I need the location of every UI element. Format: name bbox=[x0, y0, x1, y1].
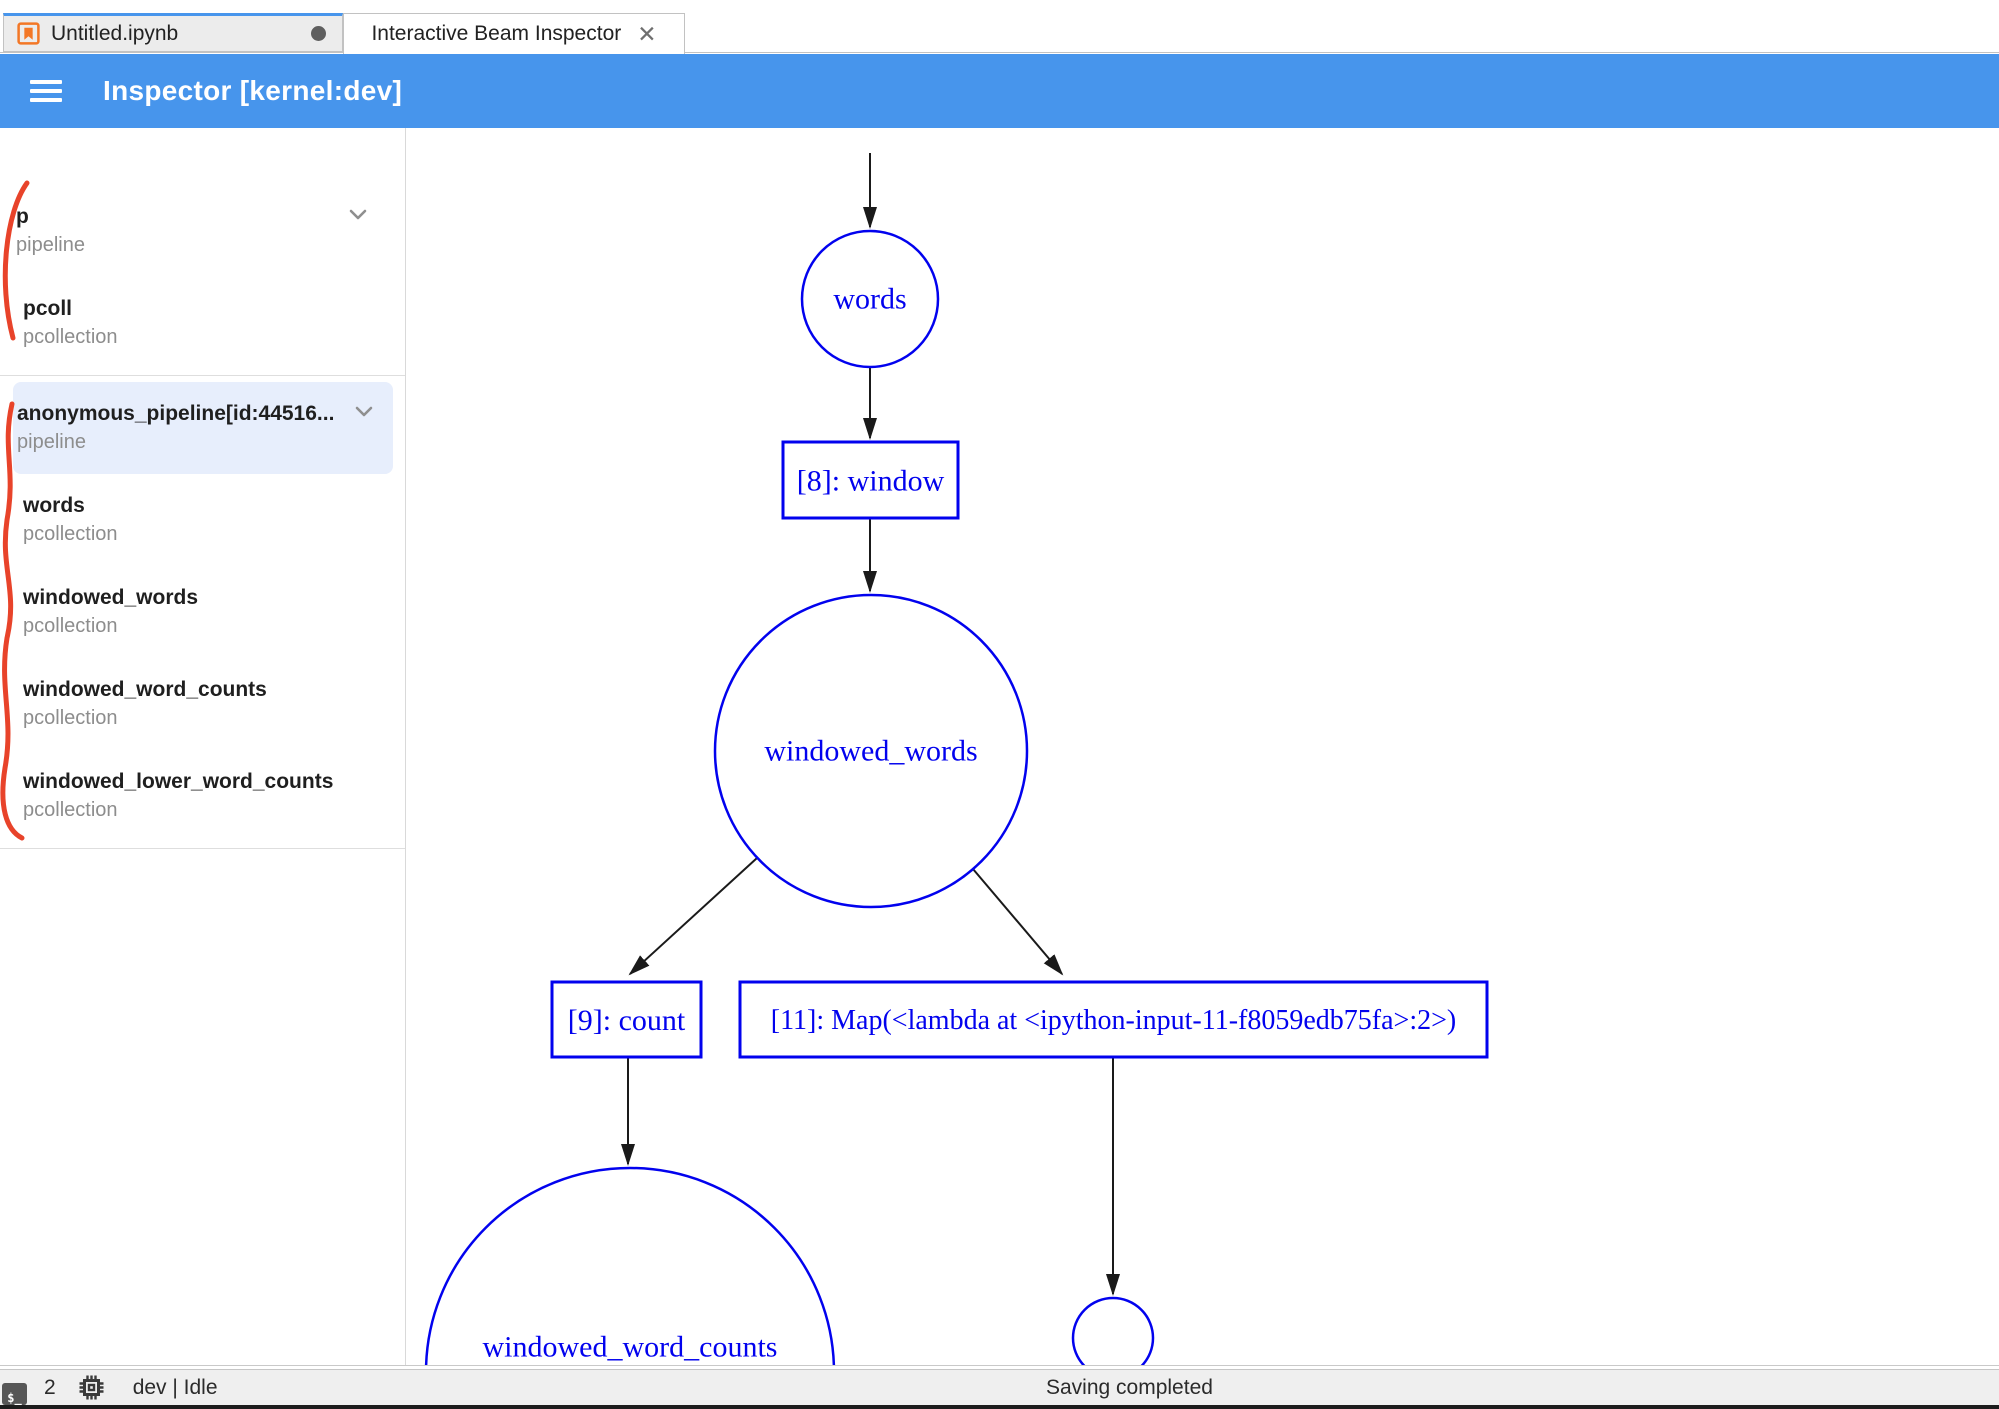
item-title: windowed_lower_word_counts bbox=[23, 770, 334, 793]
item-type-label: pcollection bbox=[23, 326, 118, 348]
graph-node-cell11-map[interactable]: [11]: Map(<lambda at <ipython-input-11-f… bbox=[738, 980, 1489, 1059]
bottom-edge-strip bbox=[0, 1405, 1999, 1409]
kernel-status[interactable]: dev | Idle bbox=[132, 1375, 218, 1399]
sidebar-item-windowed-word-counts[interactable]: windowed_word_counts pcollection bbox=[0, 658, 405, 750]
tab-label: Interactive Beam Inspector bbox=[371, 22, 622, 45]
sidebar-item-windowed-words[interactable]: windowed_words pcollection bbox=[0, 566, 405, 658]
item-title: windowed_word_counts bbox=[23, 678, 267, 701]
item-title: p bbox=[16, 205, 29, 228]
node-label: windowed_word_counts bbox=[483, 1331, 778, 1364]
inspector-header: Inspector [kernel:dev] bbox=[0, 54, 1999, 128]
item-type-label: pcollection bbox=[23, 707, 118, 729]
sidebar-section: anonymous_pipeline[id:44516... pipeline wo… bbox=[0, 376, 405, 849]
terminal-count: 2 bbox=[44, 1375, 56, 1399]
chevron-down-icon[interactable] bbox=[351, 398, 377, 424]
item-title: windowed_words bbox=[23, 586, 199, 609]
node-label: [9]: count bbox=[568, 1004, 686, 1037]
sidebar-item-anonymous-pipeline-id-44516[interactable]: anonymous_pipeline[id:44516... pipeline bbox=[13, 382, 393, 474]
graph-node-unnamed-pcollection[interactable] bbox=[1071, 1296, 1155, 1365]
inspector-title: Inspector [kernel:dev] bbox=[103, 75, 403, 106]
graph-edge bbox=[628, 857, 758, 976]
item-type-label: pipeline bbox=[16, 234, 85, 256]
tab-label: Untitled.ipynb bbox=[51, 21, 179, 45]
item-type-label: pipeline bbox=[17, 431, 86, 453]
pipeline-graph-panel: words [8]: window windowed_words [9]: count… bbox=[407, 128, 1999, 1366]
graph-node-cell9-count[interactable]: [9]: count bbox=[550, 980, 703, 1059]
item-title: words bbox=[23, 494, 85, 517]
tab-untitled-ipynb[interactable]: Untitled.ipynb bbox=[3, 13, 343, 52]
graph-node-windowed_word_counts[interactable]: windowed_word_counts bbox=[424, 1166, 836, 1365]
sidebar-item-p[interactable]: p pipeline bbox=[0, 185, 405, 277]
unsaved-changes-indicator bbox=[311, 26, 326, 41]
graph-node-words[interactable]: words bbox=[800, 229, 940, 369]
item-title: pcoll bbox=[23, 297, 73, 320]
sidebar-section: p pipeline pcoll pcollection bbox=[0, 128, 405, 376]
item-title: anonymous_pipeline[id:44516... bbox=[17, 402, 335, 425]
graph-node-cell8-window[interactable]: [8]: window bbox=[781, 440, 960, 520]
status-bar: $_ 2 dev | Idle Saving completed bbox=[0, 1369, 1999, 1405]
tab-interactive-beam-inspector[interactable]: Interactive Beam Inspector ✕ bbox=[343, 13, 685, 54]
hamburger-menu-icon[interactable] bbox=[30, 80, 62, 102]
node-label: windowed_words bbox=[764, 735, 977, 768]
dock-tab-bar: Untitled.ipynb Interactive Beam Inspector… bbox=[0, 13, 1999, 54]
kernel-chip-icon[interactable] bbox=[78, 1374, 105, 1401]
node-label: [11]: Map(<lambda at <ipython-input-11-f… bbox=[771, 1005, 1456, 1036]
graph-node-windowed_words[interactable]: windowed_words bbox=[713, 593, 1029, 909]
sidebar-item-windowed-lower-word-counts[interactable]: windowed_lower_word_counts pcollection bbox=[0, 750, 405, 842]
panel-bottom-border bbox=[0, 1365, 407, 1366]
close-icon[interactable]: ✕ bbox=[637, 20, 657, 47]
item-type-label: pcollection bbox=[23, 799, 118, 821]
status-message: Saving completed bbox=[1046, 1376, 1213, 1399]
sidebar-item-pcoll[interactable]: pcoll pcollection bbox=[0, 277, 405, 369]
graph-edge bbox=[972, 868, 1064, 976]
terminal-icon[interactable]: $_ bbox=[2, 1382, 27, 1405]
chevron-down-icon[interactable] bbox=[345, 201, 371, 227]
item-type-label: pcollection bbox=[23, 523, 118, 545]
sidebar-item-words[interactable]: words pcollection bbox=[0, 474, 405, 566]
node-label: [8]: window bbox=[797, 465, 945, 498]
node-label: words bbox=[833, 283, 906, 316]
notebook-icon bbox=[17, 22, 40, 45]
item-type-label: pcollection bbox=[23, 615, 118, 637]
pipeline-dag: words [8]: window windowed_words [9]: count… bbox=[424, 153, 1489, 1365]
